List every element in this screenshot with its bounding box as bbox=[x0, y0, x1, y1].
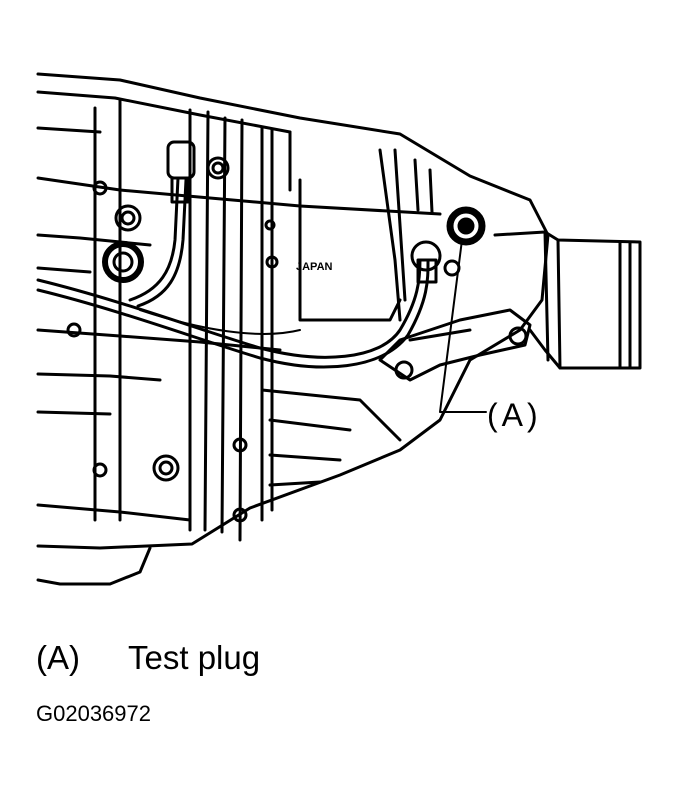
legend-description: Test plug bbox=[128, 639, 261, 676]
figure-code: G02036972 bbox=[36, 701, 151, 726]
legend-key: (A) bbox=[36, 639, 80, 676]
test-plug bbox=[446, 206, 486, 246]
transmission-diagram: JAPAN (A) bbox=[36, 72, 642, 586]
legend: (A) Test plug bbox=[36, 636, 260, 680]
bolts bbox=[66, 156, 461, 523]
wiring-harness bbox=[36, 176, 430, 369]
connectors bbox=[166, 140, 442, 284]
transmission-casing bbox=[36, 72, 550, 586]
casing-ribs bbox=[93, 98, 434, 542]
japan-stamp: JAPAN bbox=[296, 261, 333, 273]
callout-leader-line bbox=[439, 239, 487, 413]
output-housing bbox=[493, 230, 642, 370]
callout-label: (A) bbox=[487, 397, 542, 433]
bracket bbox=[378, 308, 532, 382]
